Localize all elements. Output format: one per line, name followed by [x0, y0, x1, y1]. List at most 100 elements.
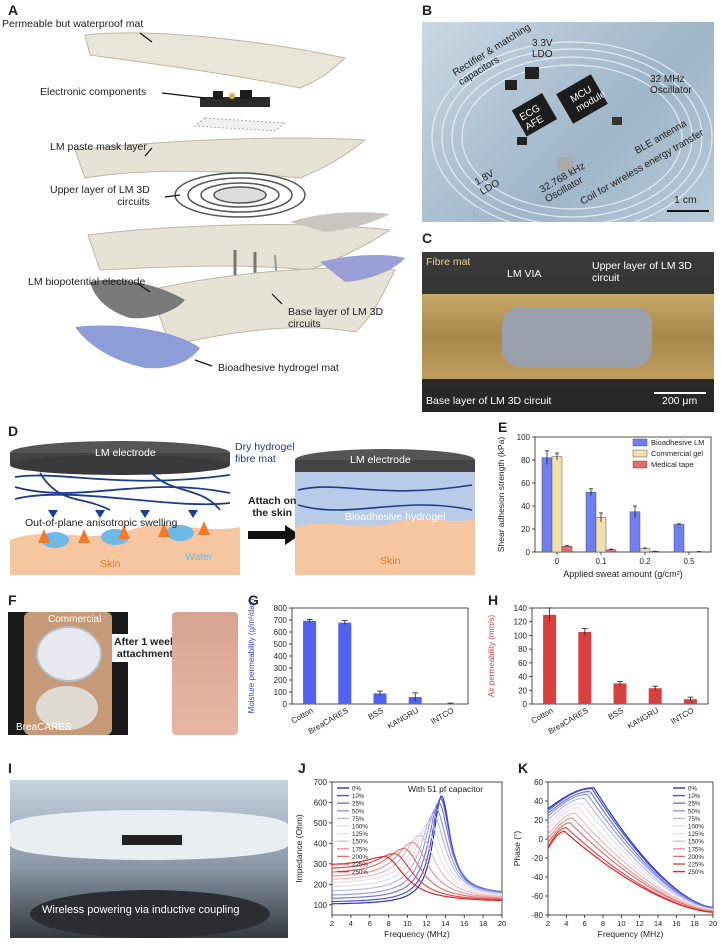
panel-a-letter: A [8, 2, 19, 18]
legend-label: Bioadhesive LM [651, 438, 704, 447]
x-tick-label: 6 [368, 919, 372, 928]
legend-label: 0% [688, 786, 697, 793]
panel-i-letter: I [8, 760, 12, 776]
bar [541, 457, 553, 553]
x-tick-label: 8 [387, 919, 391, 928]
label-upper-circuit: Upper layer of LM 3D circuit [592, 260, 692, 284]
y-tick-label: 300 [274, 664, 288, 673]
y-tick-label: 100 [314, 901, 328, 910]
legend-label: 75% [688, 816, 701, 823]
legend-label: 50% [688, 808, 701, 815]
label-lm-electrode-left: LM electrode [95, 447, 156, 459]
y-tick-label: 40 [521, 502, 530, 511]
panel-e-letter: E [498, 419, 508, 435]
legend-label: 150% [688, 839, 704, 846]
bar [338, 622, 352, 704]
y-tick-label: 700 [314, 778, 328, 787]
series-line [547, 807, 714, 911]
x-tick-label: INTCO [669, 706, 695, 726]
x-tick-label: 0.5 [683, 557, 695, 566]
series-line [547, 802, 714, 910]
label-dry-fibre-mat: Dry hydrogel fibre mat [235, 441, 295, 465]
series-line [331, 841, 503, 899]
y-axis-label: Impedance (Ohm) [294, 814, 304, 883]
y-tick-label: -80 [531, 911, 543, 920]
legend-label: Commercial gel [651, 449, 703, 458]
label-commercial: Commercial [48, 614, 102, 625]
y-tick-label: 40 [518, 673, 527, 682]
series-line [547, 793, 713, 909]
panel-i: I Wireless powering via inductive coupli… [0, 760, 290, 945]
legend-label: 200% [688, 854, 704, 861]
x-tick-label: 2 [546, 919, 550, 928]
x-tick-label: 12 [635, 919, 643, 928]
panel-a: A Permeable but waterproof mat [0, 0, 410, 410]
scale-bar-c [654, 392, 706, 394]
lm-via-region [502, 307, 652, 367]
y-tick-label: 100 [514, 631, 528, 640]
legend-label: 250% [688, 869, 704, 876]
y-tick-label: 120 [514, 618, 528, 627]
y-tick-label: 300 [314, 860, 328, 869]
device-on-patch [122, 835, 182, 845]
y-tick-label: 20 [518, 686, 527, 695]
bar [613, 683, 627, 704]
y-tick-label: 400 [274, 652, 288, 661]
label-base-circuit: Base layer of LM 3D circuit [426, 395, 552, 407]
x-tick-label: BreaCARES [307, 706, 350, 736]
x-tick-label: INTCO [429, 706, 455, 726]
bar [303, 620, 317, 704]
label-32mhz-oscillator: 32 MHz Oscillator [650, 74, 692, 96]
coil-drawing [431, 41, 713, 222]
y-tick-label: 200 [274, 676, 288, 685]
label-attach: Attach on the skin [248, 495, 297, 519]
x-tick-label: KANGRU [386, 706, 420, 731]
label-skin-right: Skin [380, 555, 401, 567]
y-tick-label: 600 [314, 798, 328, 807]
panel-g-letter: G [248, 592, 259, 608]
legend-label: 100% [352, 824, 368, 831]
x-tick-label: 4 [564, 919, 568, 928]
legend-label: 10% [688, 793, 701, 800]
legend-label: 175% [352, 846, 368, 853]
bar [543, 614, 557, 704]
x-tick-label: BSS [607, 706, 625, 722]
x-tick-label: BSS [367, 706, 385, 722]
x-axis-label: Applied sweat amount (g/cm²) [563, 569, 683, 579]
y-axis-label: Moisture permeability (g/m²/day) [247, 598, 256, 713]
x-tick-label: 14 [441, 919, 449, 928]
y-tick-label: 600 [274, 628, 288, 637]
legend-label: 200% [352, 854, 368, 861]
bar [683, 699, 697, 704]
label-lm-electrode-right: LM electrode [350, 454, 411, 466]
y-tick-label: 20 [521, 525, 530, 534]
y-tick-label: 100 [274, 688, 288, 697]
y-tick-label: 400 [314, 839, 328, 848]
legend-label: 75% [352, 816, 365, 823]
label-electronic-components: Electronic components [40, 86, 147, 98]
x-tick-label: 16 [672, 919, 680, 928]
y-tick-label: 80 [521, 456, 530, 465]
legend-label: 125% [688, 831, 704, 838]
y-tick-label: 60 [534, 778, 543, 787]
y-tick-label: 0 [523, 700, 528, 709]
bar [551, 456, 563, 553]
bar [595, 517, 607, 553]
legend-label: 225% [352, 862, 368, 869]
series-line [332, 852, 502, 901]
x-tick-label: 16 [460, 919, 468, 928]
label-bioadhesive-hydrogel: Bioadhesive hydrogel [345, 511, 446, 523]
breacares-patch [36, 686, 98, 730]
plot-frame [291, 607, 469, 705]
bar [648, 688, 662, 704]
legend-swatch [632, 438, 648, 447]
panel-j-letter: J [298, 760, 306, 776]
x-tick-label: 20 [709, 919, 717, 928]
x-tick-label: 0 [555, 557, 560, 566]
x-tick-label: BreaCARES [547, 706, 590, 736]
x-tick-label: KANGRU [626, 706, 660, 731]
